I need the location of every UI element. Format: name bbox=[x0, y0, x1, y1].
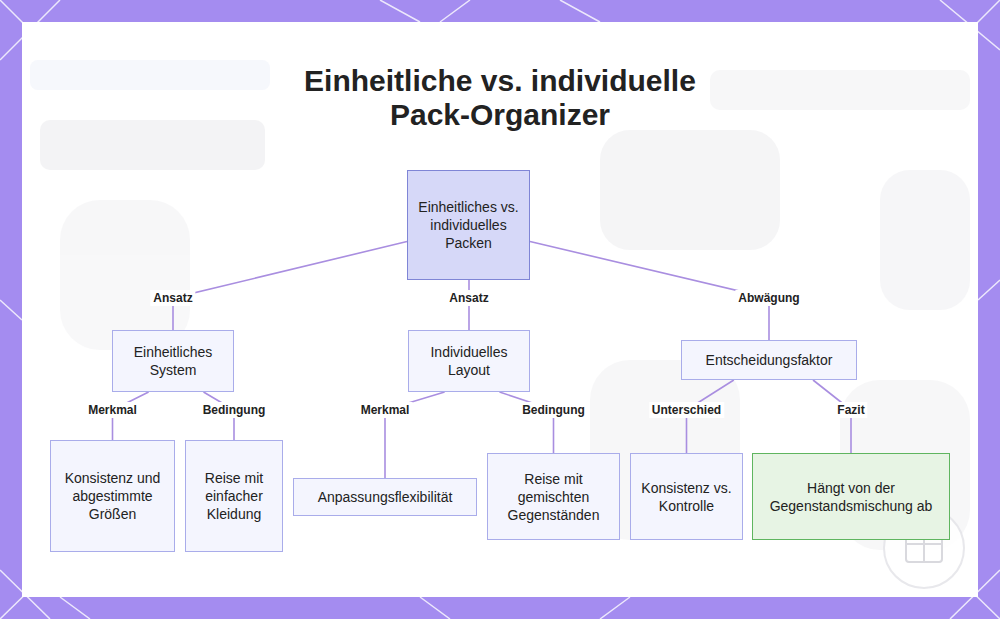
node-text: Anpassungsflexibilität bbox=[318, 488, 453, 506]
node-text: Konsistenz vs. Kontrolle bbox=[639, 479, 734, 515]
edge-label: Merkmal bbox=[358, 402, 413, 418]
node-text: Einheitliches vs. individuelles Packen bbox=[416, 198, 521, 252]
edge-label: Bedingung bbox=[519, 402, 588, 418]
concept-box: Konsistenz und abgestimmte Größen bbox=[50, 440, 175, 552]
concept-box: Reise mit einfacher Kleidung bbox=[185, 440, 283, 552]
diagram-title: Einheitliche vs. individuelle Pack-Organ… bbox=[280, 64, 720, 132]
edge-label: Merkmal bbox=[85, 402, 140, 418]
edge-label: Unterschied bbox=[649, 402, 724, 418]
concept-box: Hängt von der Gegenstandsmischung ab bbox=[752, 453, 950, 540]
edge-label: Bedingung bbox=[200, 402, 269, 418]
concept-box: Anpassungsflexibilität bbox=[293, 478, 477, 516]
concept-box: Entscheidungsfaktor bbox=[681, 340, 857, 380]
node-text: Konsistenz und abgestimmte Größen bbox=[59, 469, 166, 523]
node-text: Entscheidungsfaktor bbox=[706, 351, 833, 369]
node-text: Reise mit einfacher Kleidung bbox=[194, 469, 274, 523]
edge-label: Abwägung bbox=[735, 290, 802, 306]
node-text: Hängt von der Gegenstandsmischung ab bbox=[761, 479, 941, 515]
connector-line bbox=[173, 242, 407, 331]
node-text: Reise mit gemischten Gegenständen bbox=[496, 470, 611, 524]
connector-line bbox=[530, 242, 769, 341]
node-text: Individuelles Layout bbox=[417, 343, 521, 379]
concept-box: Individuelles Layout bbox=[408, 330, 530, 392]
concept-box: Reise mit gemischten Gegenständen bbox=[487, 453, 620, 540]
concept-box: Einheitliches System bbox=[112, 330, 234, 392]
edge-label: Fazit bbox=[834, 402, 867, 418]
edge-label: Ansatz bbox=[150, 290, 195, 306]
card bbox=[22, 22, 978, 597]
concept-box: Konsistenz vs. Kontrolle bbox=[630, 453, 743, 540]
node-text: Einheitliches System bbox=[121, 343, 225, 379]
root-box: Einheitliches vs. individuelles Packen bbox=[407, 170, 530, 280]
edge-label: Ansatz bbox=[446, 290, 491, 306]
